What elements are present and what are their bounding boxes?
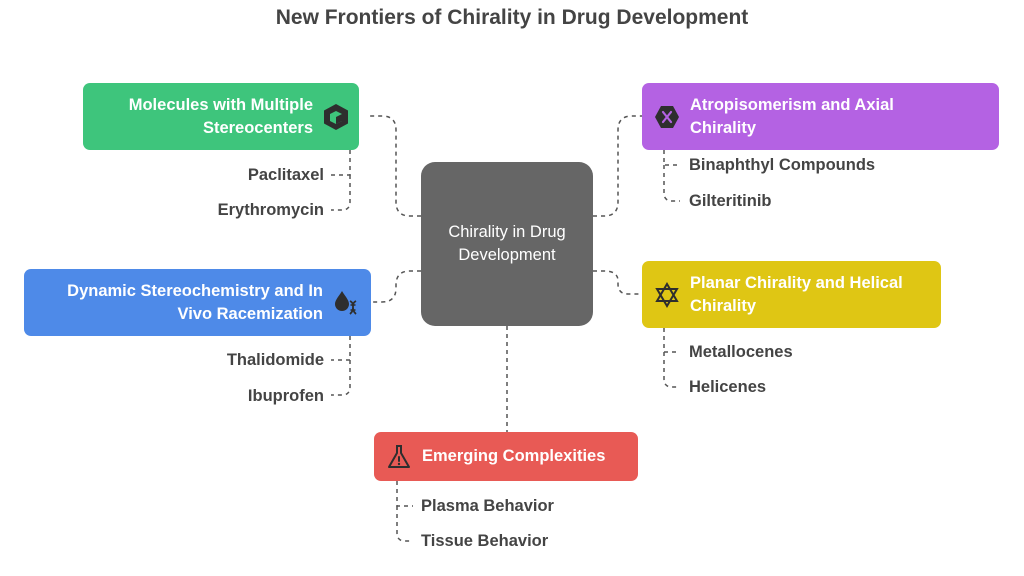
connector-center-to-atropisomerism — [593, 115, 642, 217]
center-node: Chirality in Drug Development — [421, 162, 593, 326]
connector-center-to-multiple-stereocenters — [370, 115, 421, 217]
item-tissue-behavior: Tissue Behavior — [421, 532, 549, 550]
item-ibuprofen: Ibuprofen — [247, 387, 324, 405]
item-thalidomide: Thalidomide — [226, 351, 324, 369]
center-node-label: Chirality in Drug Development — [448, 223, 566, 264]
branch-emerging-complexities: Emerging Complexities — [374, 432, 638, 481]
connector-helicenes — [663, 352, 680, 388]
item-erythromycin: Erythromycin — [217, 201, 324, 219]
item-paclitaxel: Paclitaxel — [247, 166, 324, 184]
branch-dynamic-stereochemistry: Dynamic Stereochemistry and In Vivo Race… — [24, 269, 371, 336]
connector-center-to-dynamic-stereochemistry — [372, 270, 421, 303]
connector-paclitaxel — [331, 150, 351, 176]
connector-metallocenes — [663, 328, 680, 353]
item-binaphthyl-compounds: Binaphthyl Compounds — [689, 156, 876, 174]
item-plasma-behavior: Plasma Behavior — [421, 497, 554, 515]
connector-thalidomide — [331, 336, 351, 361]
connector-gilteritinib — [663, 165, 680, 202]
connector-plasma-behavior — [396, 481, 413, 507]
branch-atropisomerism: Atropisomerism and Axial Chirality — [642, 83, 999, 150]
x-hexagon-icon — [654, 104, 680, 130]
item-metallocenes: Metallocenes — [689, 343, 793, 361]
connector-tissue-behavior — [396, 506, 413, 542]
branch-label: Dynamic Stereochemistry and In Vivo Race… — [67, 281, 323, 323]
item-helicenes: Helicenes — [689, 378, 767, 396]
flask-warning-icon — [386, 444, 412, 470]
connector-binaphthyl — [663, 150, 680, 166]
branch-label: Emerging Complexities — [422, 447, 606, 465]
item-gilteritinib: Gilteritinib — [689, 192, 772, 210]
branch-label: Molecules with Multiple Stereocenters — [128, 95, 313, 137]
hexagon-cube-icon — [323, 103, 349, 131]
connector-ibuprofen — [331, 360, 351, 396]
connector-center-to-planar-chirality — [593, 270, 642, 295]
star-of-david-icon — [654, 281, 680, 308]
page-title: New Frontiers of Chirality in Drug Devel… — [275, 6, 749, 29]
branch-label: Atropisomerism and Axial Chirality — [690, 95, 894, 137]
branch-planar-chirality: Planar Chirality and Helical Chirality — [642, 261, 941, 328]
connector-erythromycin — [331, 175, 351, 211]
branch-multiple-stereocenters: Molecules with Multiple Stereocenters — [83, 83, 359, 150]
drop-dna-icon — [333, 289, 361, 317]
branch-label: Planar Chirality and Helical Chirality — [690, 273, 903, 315]
